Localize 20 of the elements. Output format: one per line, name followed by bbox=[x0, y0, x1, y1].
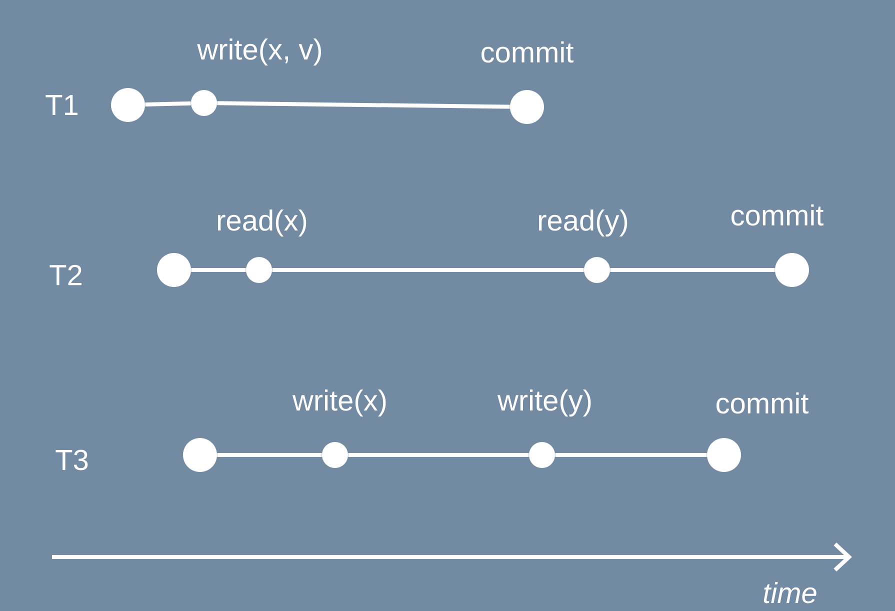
timeline-segment bbox=[217, 453, 322, 457]
timeline-segment bbox=[348, 453, 529, 457]
timeline-segment bbox=[610, 268, 775, 272]
track-label: T1 bbox=[46, 95, 78, 115]
timeline-segment bbox=[191, 268, 246, 272]
timeline-segment bbox=[555, 453, 707, 457]
event-label: read(x) bbox=[218, 209, 306, 236]
axis-label: time bbox=[764, 582, 816, 604]
track-label: T3 bbox=[56, 450, 88, 470]
track-label: T2 bbox=[50, 264, 82, 286]
event-label: commit bbox=[732, 204, 824, 226]
event-label: commit bbox=[482, 41, 574, 63]
timeline-segment bbox=[217, 101, 510, 109]
event-label: write(x, v) bbox=[197, 38, 321, 66]
event-label: read(y) bbox=[539, 209, 628, 237]
event-label: write(x) bbox=[292, 389, 386, 416]
event-label: write(y) bbox=[497, 389, 591, 417]
timeline-segment bbox=[145, 101, 191, 107]
timeline-segment bbox=[272, 268, 584, 272]
event-label: commit bbox=[716, 392, 808, 414]
